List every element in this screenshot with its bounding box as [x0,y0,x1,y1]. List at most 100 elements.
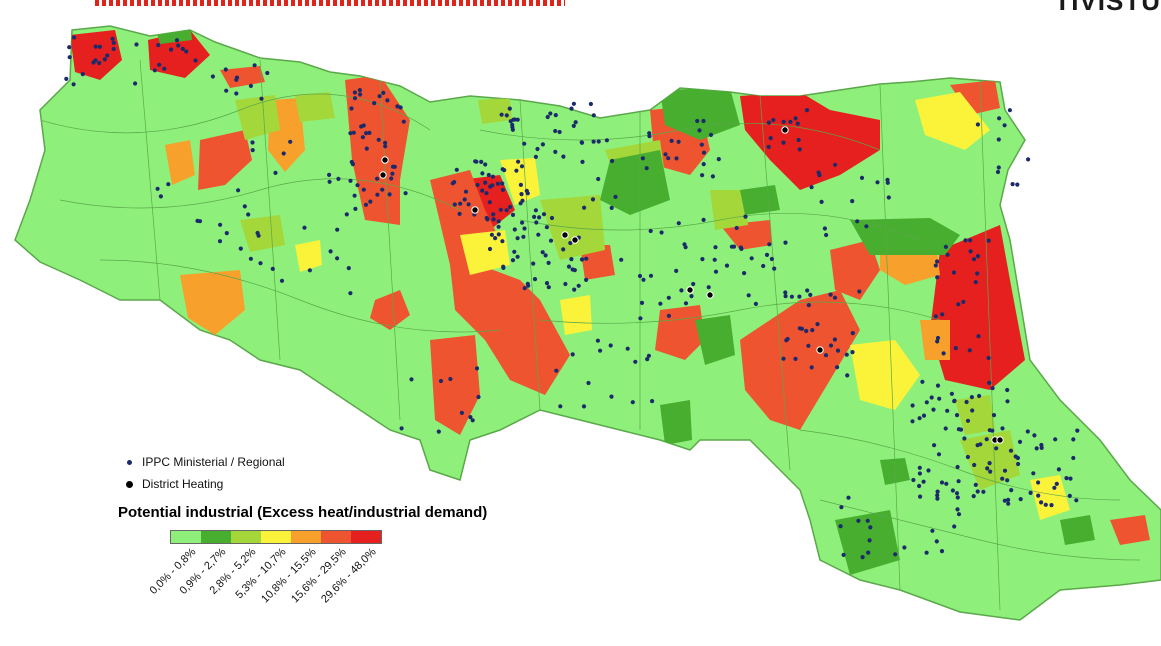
ippc-point [387,192,392,197]
ippc-point [265,70,270,76]
ippc-point [514,168,519,173]
legend-swatch [321,531,351,543]
ippc-point [637,273,643,279]
ippc-point [553,149,558,154]
region-patch [295,240,322,272]
ippc-point [666,313,672,318]
ippc-point [944,481,949,486]
ippc-point [824,232,829,238]
ippc-point [987,380,992,385]
ippc-point [586,380,591,386]
ippc-point [281,151,286,156]
ippc-point [857,289,862,294]
ippc-point [1052,485,1057,490]
ippc-point [991,413,997,418]
ippc-point [970,408,975,413]
region-patch [295,92,335,122]
ippc-point [610,158,615,164]
ippc-point [952,524,957,529]
ippc-point [152,68,157,73]
ippc-point [486,172,491,178]
ippc-point [691,281,696,287]
ippc-point [581,404,587,409]
ippc-point [466,202,471,207]
ippc-point [917,471,923,476]
ippc-point [510,258,516,263]
ippc-point [499,112,504,117]
ippc-point [859,175,865,180]
ippc-point [344,212,349,217]
ippc-point [910,403,915,408]
ippc-point [968,238,973,243]
ippc-point [80,72,85,77]
ippc-point [666,295,671,300]
ippc-point [463,189,469,194]
ippc-point [1010,182,1015,187]
ippc-point [771,117,776,123]
ippc-point [67,55,72,60]
ippc-point [955,495,960,500]
ippc-point [571,101,577,106]
ippc-point [713,269,719,274]
ippc-point [809,185,814,190]
ippc-point [609,205,614,210]
ippc-point [1043,502,1048,507]
legend-swatch [261,531,291,543]
ippc-point [1007,108,1013,113]
ippc-point [866,550,871,555]
ippc-point [475,182,480,188]
ippc-point [134,42,139,47]
ippc-point [676,139,681,144]
ippc-point [648,273,654,278]
ippc-point [1000,476,1005,481]
ippc-point [767,242,772,247]
ippc-point [1002,468,1008,473]
ippc-point [781,140,786,145]
ippc-point [352,90,357,95]
ippc-point [1056,467,1061,472]
ippc-point [1015,182,1020,187]
ippc-point [984,437,989,442]
ippc-point [990,386,995,391]
ippc-point [518,201,523,206]
ippc-point [647,134,652,139]
ippc-point [532,214,537,219]
ippc-point [990,428,995,433]
ippc-point [377,94,382,99]
ippc-point [487,246,493,252]
ippc-point [768,136,773,141]
region-patch [180,270,245,335]
ippc-point [695,118,700,124]
ippc-point [963,238,968,243]
ippc-point [746,293,751,298]
ippc-point [351,130,356,135]
ippc-point [155,186,160,191]
ippc-point [961,299,966,304]
ippc-point [541,212,547,217]
ippc-point [658,301,663,306]
ippc-point [524,188,529,193]
ippc-point [105,53,110,58]
ippc-point [819,199,824,204]
ippc-point [504,113,509,118]
ippc-point [604,138,610,143]
ippc-point [706,285,711,290]
color-scale-labels: 0,0% - 0,8%0,9% - 2,7%2,8% - 5,2%5,3% - … [125,546,545,646]
ippc-point [375,192,380,197]
ippc-point [952,399,957,404]
ippc-point [576,283,581,288]
ippc-point [828,292,833,297]
ippc-point [71,82,76,87]
ippc-point [815,322,820,327]
ippc-point [930,528,935,533]
ippc-point [638,316,643,321]
ippc-point [166,182,171,187]
ippc-point [502,168,507,173]
ippc-point [975,443,980,448]
ippc-point [731,244,737,249]
ippc-point [248,256,253,261]
region-patch [740,92,880,190]
region-patch [560,295,592,335]
ippc-point [917,483,922,489]
ippc-point [398,105,403,110]
